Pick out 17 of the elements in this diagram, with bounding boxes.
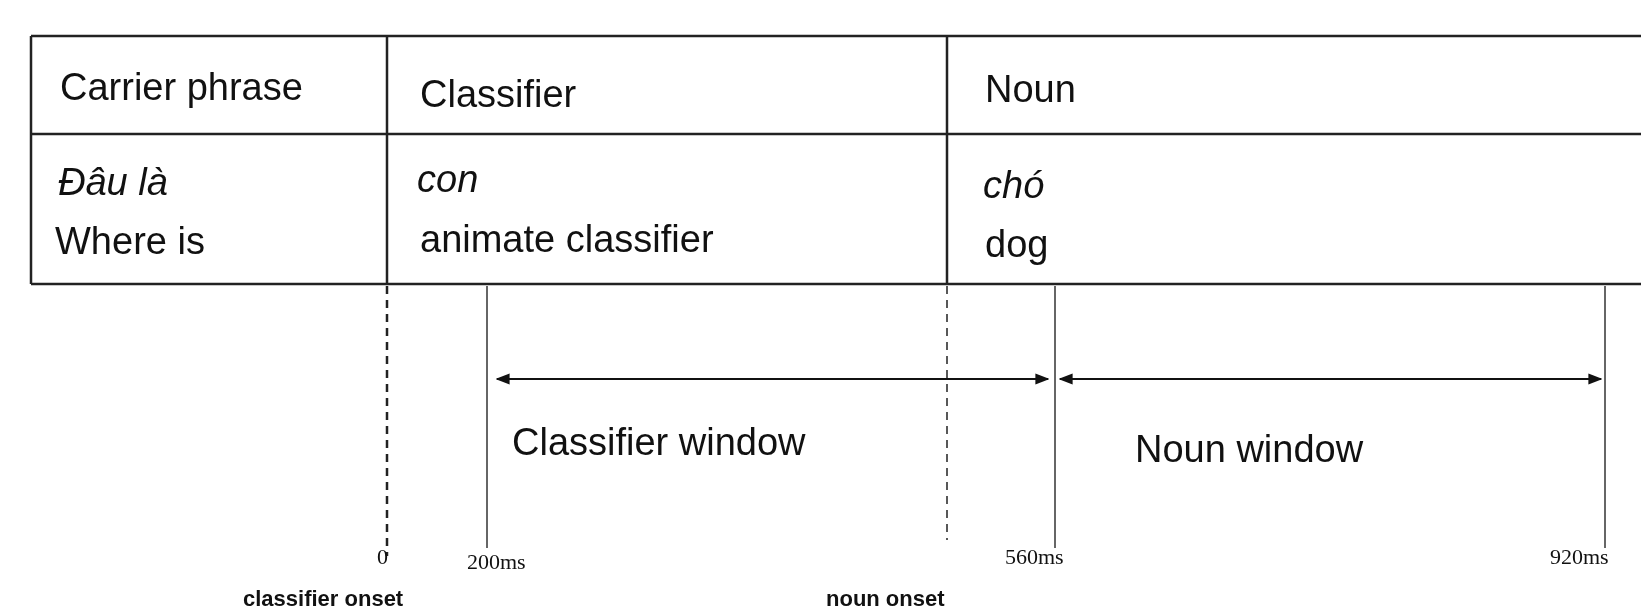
time-value: 0 — [377, 546, 388, 568]
window-label: Noun window — [1135, 430, 1364, 468]
time-value: 560ms — [1005, 546, 1064, 568]
vietnamese-word: chó — [983, 166, 1045, 204]
column-header: Noun — [985, 70, 1076, 108]
time-value: 200ms — [467, 551, 526, 573]
vietnamese-word: con — [417, 160, 479, 198]
vietnamese-phrase: Đâu là — [58, 163, 168, 201]
column-header: Carrier phrase — [60, 68, 303, 106]
window-label: Classifier window — [512, 423, 806, 461]
time-value: 920ms — [1550, 546, 1609, 568]
onset-label: classifier onset — [243, 588, 404, 610]
onset-label: noun onset — [826, 588, 945, 610]
english-gloss: animate classifier — [420, 220, 714, 258]
english-gloss: Where is — [55, 222, 205, 260]
column-header: Classifier — [420, 75, 577, 113]
english-gloss: dog — [985, 225, 1049, 263]
